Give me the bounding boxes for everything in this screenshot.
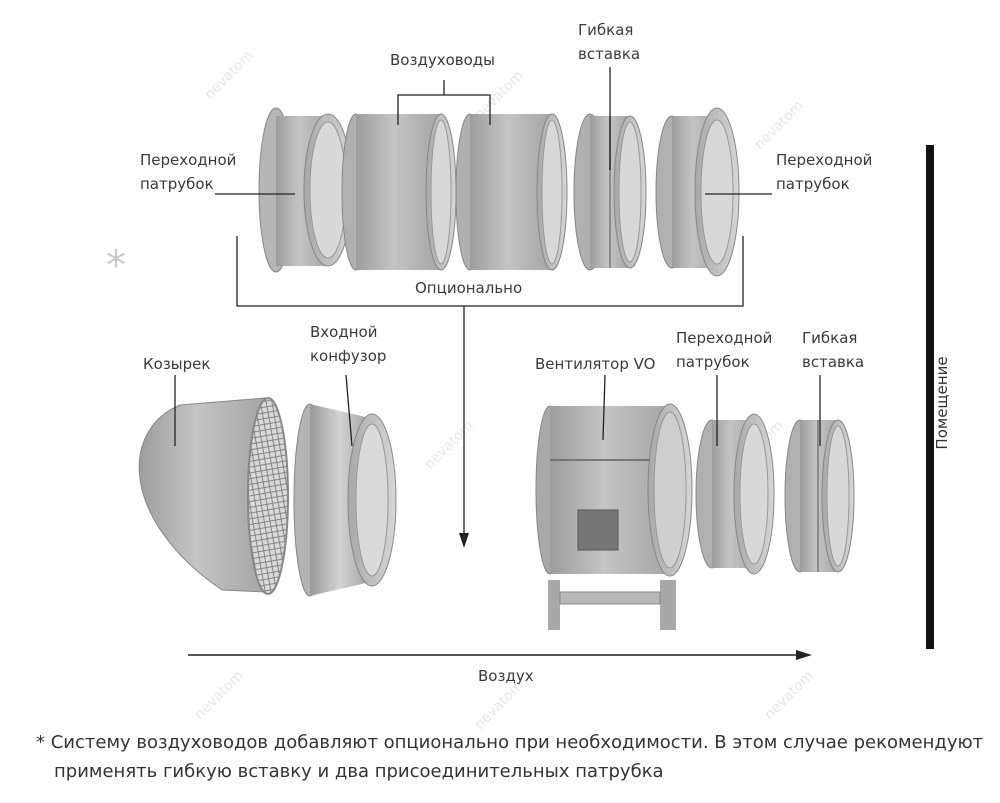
hood [138, 397, 289, 595]
label-air: Воздух [478, 667, 534, 685]
leader-lines-bottom [174, 374, 821, 447]
transition-pipe-top-right [655, 107, 740, 277]
transition-pipe-top-left [258, 107, 353, 273]
inlet-cone [293, 403, 397, 597]
footnote: * Системy воздуховодов добавляют опциона… [36, 728, 986, 786]
air-duct-2 [455, 113, 568, 271]
room-wall-bar [926, 145, 934, 649]
leader-lines-top [215, 67, 772, 548]
footnote-line-1: * Системy воздуховодов добавляют опциона… [36, 732, 984, 753]
asterisk-mark: * [106, 243, 126, 289]
label-fan: Вентилятор VO [535, 355, 656, 373]
svg-text:nevatom: nevatom [422, 418, 477, 473]
svg-text:nevatom: nevatom [202, 48, 257, 103]
svg-text:nevatom: nevatom [762, 668, 817, 723]
air-duct-1 [341, 113, 457, 271]
footnote-line-2: применять гибкую вставку и два присоедин… [54, 761, 664, 782]
transition-pipe-bottom [695, 413, 775, 575]
fan-vo [535, 403, 693, 630]
svg-text:nevatom: nevatom [192, 668, 247, 723]
label-room: Помещение [933, 356, 951, 450]
label-hood: Козырек [143, 355, 211, 373]
label-optional: Опционально [415, 279, 523, 297]
svg-text:nevatom: nevatom [752, 98, 807, 153]
label-airducts: Воздуховоды [390, 51, 495, 69]
flexible-insert-bottom [784, 419, 855, 573]
air-flow-arrow [188, 650, 812, 660]
